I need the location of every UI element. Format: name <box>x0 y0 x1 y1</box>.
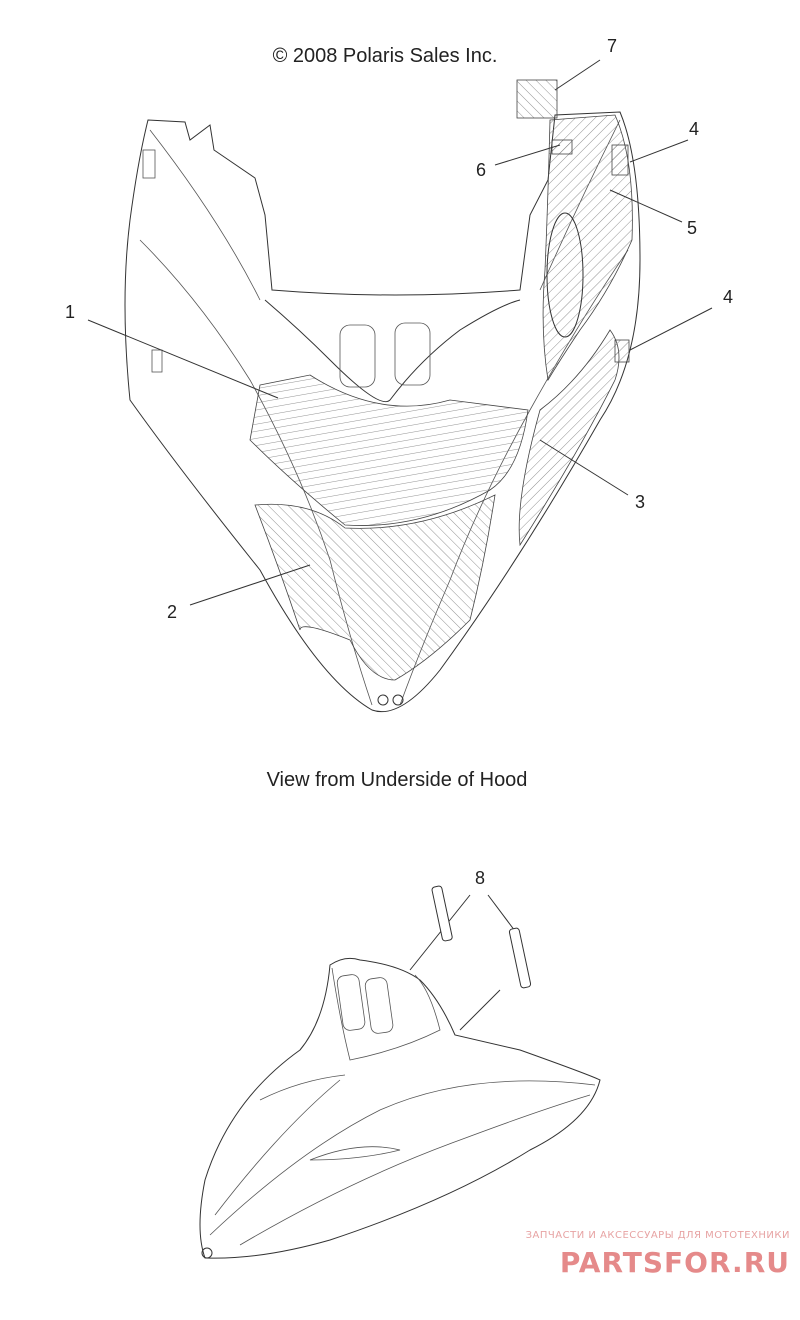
callout-2: 2 <box>167 602 177 622</box>
decal-2 <box>254 494 496 681</box>
hood-perspective-line-2 <box>214 1079 341 1216</box>
leader-4-lower <box>629 307 713 351</box>
vent-perspective-right <box>364 977 394 1034</box>
vent-perspective-left <box>336 974 366 1031</box>
hood-perspective-ridge <box>309 1146 401 1161</box>
hood-perspective-view <box>199 885 601 1259</box>
hood-underside-view <box>124 79 641 713</box>
hood-perspective-line-3 <box>239 1094 591 1246</box>
hood-top-curve <box>149 129 261 301</box>
leader-6 <box>494 144 561 166</box>
windshield-opening <box>264 299 521 402</box>
leader-1 <box>87 319 279 399</box>
copyright-text: © 2008 Polaris Sales Inc. <box>273 45 498 67</box>
hood-body-perspective <box>199 957 601 1259</box>
decal-4-lower <box>614 339 630 363</box>
callout-3: 3 <box>635 492 645 512</box>
watermark-brand: PARTSFOR.RU <box>560 1246 790 1279</box>
callout-8: 8 <box>475 868 485 888</box>
callout-4-upper: 4 <box>689 119 699 139</box>
vent-left <box>339 324 376 388</box>
callout-1: 1 <box>65 302 75 322</box>
watermark-tagline: ЗАПЧАСТИ И АКСЕССУАРЫ ДЛЯ МОТОТЕХНИКИ <box>526 1230 790 1241</box>
leader-8-strip <box>459 989 501 1031</box>
callout-5: 5 <box>687 218 697 238</box>
nose-bolt-perspective <box>201 1247 213 1259</box>
callouts: 1 2 3 4 4 5 6 7 8 <box>65 36 733 888</box>
leader-5 <box>609 189 683 223</box>
leader-2 <box>189 564 311 606</box>
decal-5 <box>542 114 633 382</box>
left-vent-lower <box>151 349 163 373</box>
decal-8-left <box>431 885 453 942</box>
windshield-perspective <box>331 967 441 1061</box>
nose-bolt-right <box>392 694 404 706</box>
hood-perspective-line-1 <box>209 1080 596 1236</box>
hood-outer-shell <box>124 111 641 713</box>
decal-1 <box>249 374 529 526</box>
leader-7 <box>554 59 601 91</box>
callout-6: 6 <box>476 160 486 180</box>
decal-3 <box>518 329 620 547</box>
leader-3 <box>539 439 629 496</box>
callout-4-lower: 4 <box>723 287 733 307</box>
nose-bolt-left <box>377 694 389 706</box>
decal-8-right <box>508 927 532 989</box>
leader-4-upper <box>629 139 689 163</box>
left-vent-upper <box>142 149 156 179</box>
watermark: ЗАПЧАСТИ И АКСЕССУАРЫ ДЛЯ МОТОТЕХНИКИ PA… <box>526 1230 790 1279</box>
leader-8-left <box>409 894 471 971</box>
hood-perspective-line-4 <box>259 1074 346 1101</box>
decal-7 <box>516 79 558 119</box>
view-caption: View from Underside of Hood <box>267 769 528 791</box>
side-window-right <box>546 212 584 338</box>
callout-7: 7 <box>607 36 617 56</box>
vent-right <box>394 322 431 386</box>
decal-4-upper <box>611 144 629 176</box>
leader-lines <box>87 59 713 1031</box>
